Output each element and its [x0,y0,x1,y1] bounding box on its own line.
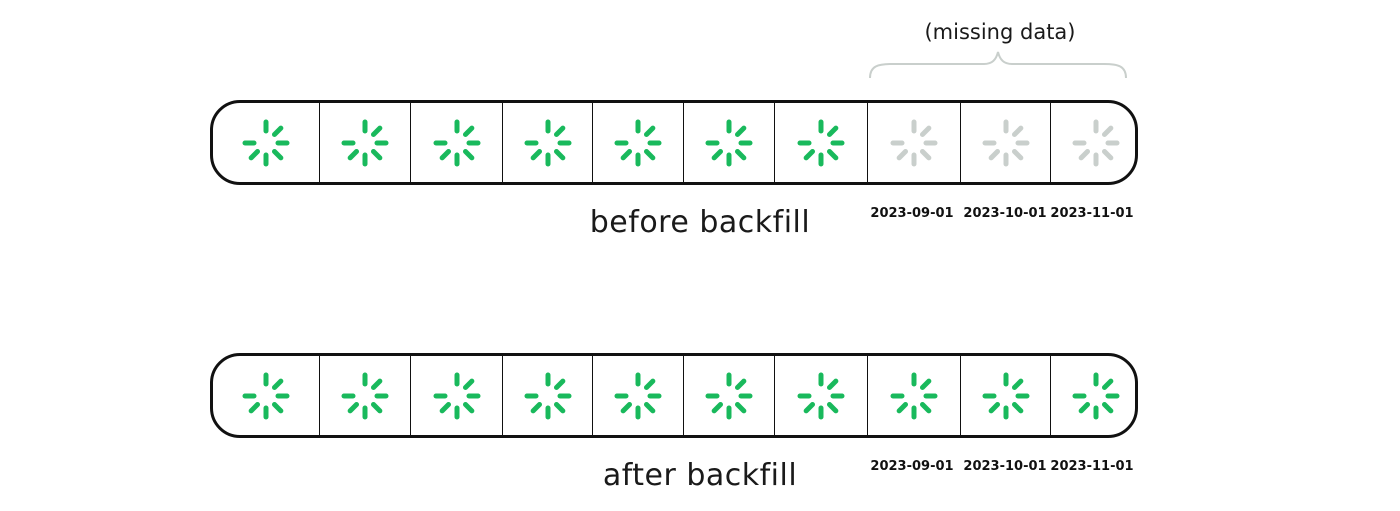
timeline-cell [593,103,684,182]
timeline-cell [684,103,775,182]
loading-spinner-icon [705,119,753,166]
timeline-cell [411,356,503,435]
date-label: 2023-10-01 [963,206,1047,221]
timeline-cell [1051,356,1135,435]
loading-spinner-icon [890,119,938,166]
timeline-strip-before [210,100,1138,185]
timeline-cell [411,103,503,182]
loading-spinner-icon [890,372,938,419]
loading-spinner-icon [1072,119,1120,166]
timeline-cell [213,103,320,182]
timeline-cell [961,356,1051,435]
timeline-cell [320,356,411,435]
loading-spinner-icon [433,372,480,419]
loading-spinner-icon [614,119,662,166]
loading-spinner-icon [982,372,1029,419]
timeline-strip-after [210,353,1138,438]
after-backfill-label: after backfill [602,458,798,493]
date-label: 2023-09-01 [870,206,954,221]
loading-spinner-icon [797,372,845,419]
loading-spinner-icon [982,119,1029,166]
loading-spinner-icon [242,372,290,419]
loading-spinner-icon [242,119,290,166]
timeline-cell-missing [961,103,1051,182]
timeline-cell [775,356,868,435]
loading-spinner-icon [524,372,571,419]
timeline-cell [213,356,320,435]
timeline-cell [775,103,868,182]
loading-spinner-icon [705,372,753,419]
timeline-cell [503,356,593,435]
timeline-cell-missing [868,103,961,182]
timeline-cell [503,103,593,182]
date-label: 2023-11-01 [1050,459,1134,474]
loading-spinner-icon [1072,372,1120,419]
timeline-cell [868,356,961,435]
timeline-cell [684,356,775,435]
loading-spinner-icon [614,372,662,419]
timeline-cell-missing [1051,103,1135,182]
loading-spinner-icon [341,119,389,166]
missing-data-label: (missing data) [924,20,1076,44]
timeline-cell [320,103,411,182]
date-label: 2023-11-01 [1050,206,1134,221]
loading-spinner-icon [797,119,845,166]
missing-data-brace [869,51,1127,79]
loading-spinner-icon [524,119,571,166]
date-label: 2023-10-01 [963,459,1047,474]
loading-spinner-icon [433,119,480,166]
date-label: 2023-09-01 [870,459,954,474]
timeline-cell [593,356,684,435]
loading-spinner-icon [341,372,389,419]
before-backfill-label: before backfill [589,205,811,240]
